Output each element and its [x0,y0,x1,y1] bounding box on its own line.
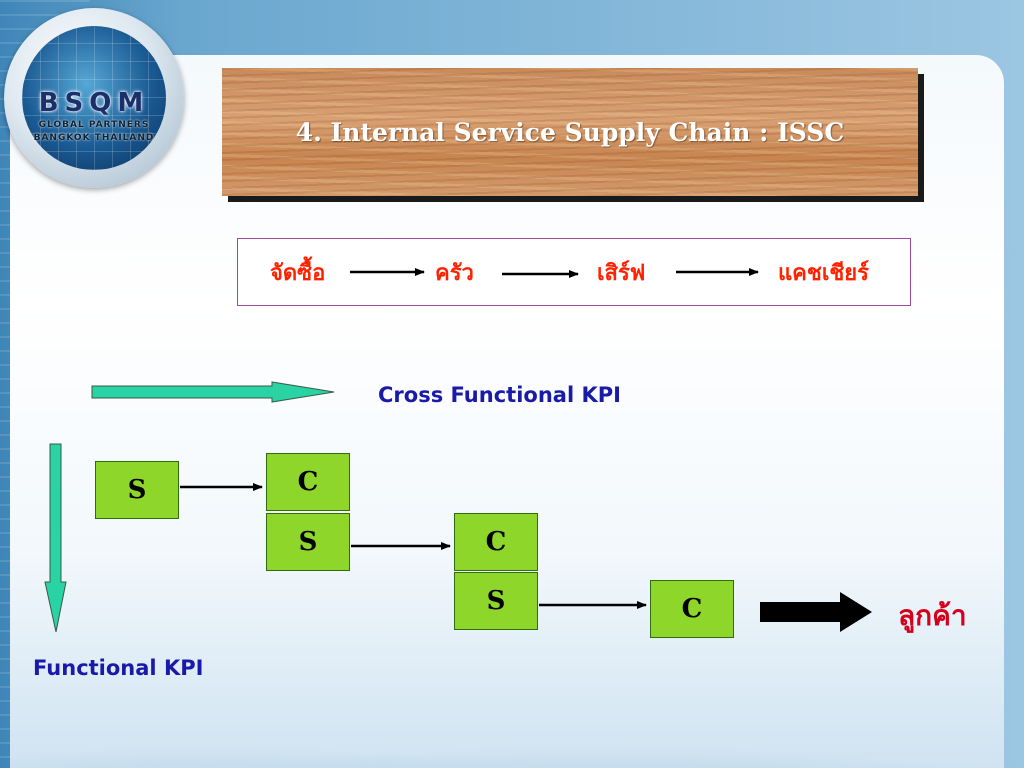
cross-functional-kpi-label: Cross Functional KPI [378,383,621,407]
node-4-c: C [650,580,734,638]
logo-line-2: BANGKOK THAILAND [33,133,155,143]
chain-step-serving: เสิร์ฟ [597,260,646,286]
chain-step-kitchen: ครัว [435,260,474,286]
node-1-s: S [95,461,179,519]
logo-line-1: GLOBAL PARTNERS [38,120,150,130]
logo-name: BSQM [38,88,150,118]
node-3-s: S [454,572,538,630]
chain-step-purchasing: จัดซื้อ [270,260,326,286]
node-3-c: C [454,513,538,571]
customer-label: ลูกค้า [898,599,967,632]
globe-icon [22,26,166,170]
functional-kpi-label: Functional KPI [33,656,204,680]
node-2-s: S [266,513,350,571]
cross-functional-kpi-arrow [91,381,335,403]
page-title: 4. Internal Service Supply Chain : ISSC [295,117,845,147]
node-2-c: C [266,453,350,511]
chain-step-cashier: แคชเชียร์ [778,260,869,286]
functional-kpi-arrow [44,443,67,633]
title-board: 4. Internal Service Supply Chain : ISSC [222,68,918,196]
customer-arrow [760,592,872,632]
